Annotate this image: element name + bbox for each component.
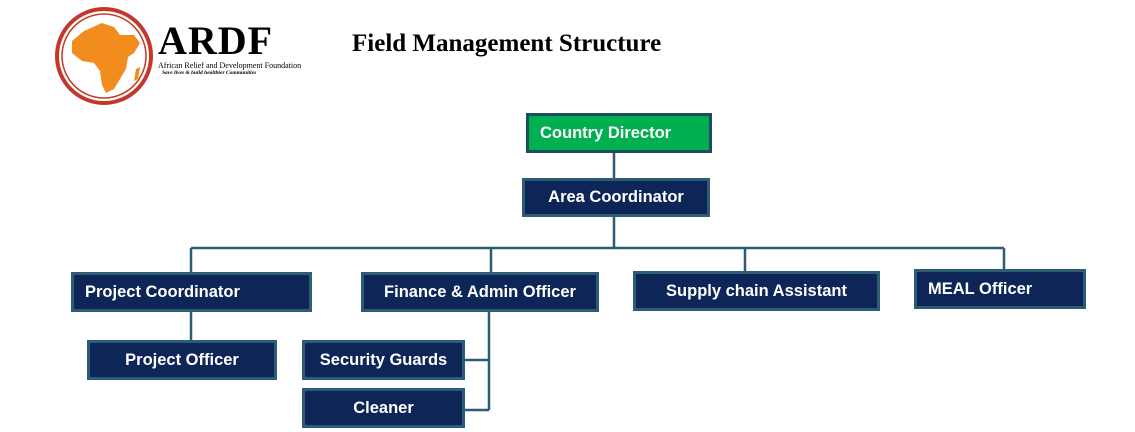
africa-map-icon	[55, 7, 153, 105]
cleaner-box: Cleaner	[302, 388, 465, 428]
ardf-logo: ARDF African Relief and Development Foun…	[54, 5, 304, 107]
page-title: Field Management Structure	[352, 30, 662, 57]
project-officer-box: Project Officer	[87, 340, 277, 380]
security-guards-box: Security Guards	[302, 340, 465, 380]
logo-name: ARDF	[158, 18, 274, 63]
area-coordinator-box: Area Coordinator	[522, 178, 710, 217]
project-coordinator-box: Project Coordinator	[71, 272, 312, 312]
finance-admin-officer-box: Finance & Admin Officer	[361, 272, 599, 312]
logo-subtitle: African Relief and Development Foundatio…	[158, 61, 302, 70]
meal-officer-box: MEAL Officer	[914, 269, 1086, 309]
country-director-box: Country Director	[526, 113, 712, 153]
supply-chain-assistant-box: Supply chain Assistant	[633, 271, 880, 311]
logo-tagline: Save lives & build healthier Communities	[162, 70, 257, 76]
